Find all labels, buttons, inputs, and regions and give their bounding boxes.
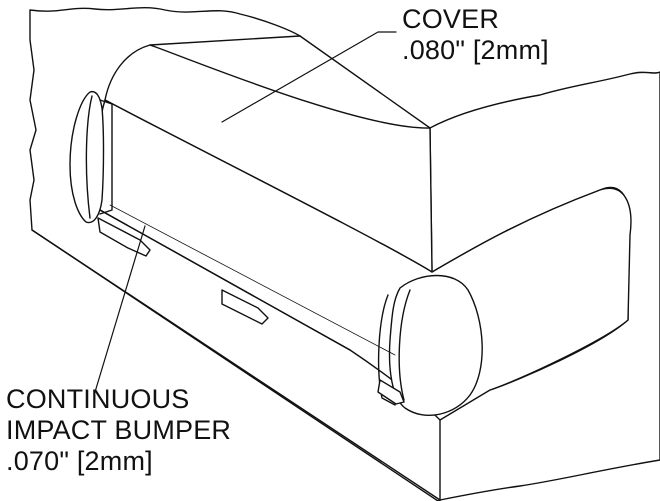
retainer-clip-left	[97, 217, 151, 257]
cover-callout: COVER .080" [2mm]	[402, 4, 549, 66]
cover-top-edge	[149, 35, 301, 46]
retainer-clip-middle	[221, 289, 269, 325]
bumper-end-cap-right-rim	[377, 294, 396, 406]
bumper-edge-line	[99, 209, 351, 351]
bumper-end-cap-right-inner	[398, 289, 411, 401]
retainer-clip-right	[377, 379, 405, 405]
cover-callout-name: COVER	[402, 4, 500, 34]
bumper-leader-line	[94, 225, 146, 393]
cover-leader-line	[221, 31, 397, 123]
bumper-end-cap-right	[388, 274, 483, 416]
bumper-callout-line2: IMPACT BUMPER	[6, 415, 232, 445]
wall-bottom-edge	[31, 229, 441, 501]
cover-callout-thickness: .080" [2mm]	[402, 35, 549, 65]
bumper-callout-line1: CONTINUOUS	[6, 384, 190, 414]
bumper-end-cap-left-inner	[85, 95, 93, 219]
bumper-callout: CONTINUOUS IMPACT BUMPER .070" [2mm]	[6, 384, 231, 477]
bumper-callout-thickness: .070" [2mm]	[6, 446, 153, 476]
bumper-edge-line-2	[109, 204, 396, 356]
bumper-end-cap-left-rim	[99, 99, 113, 215]
